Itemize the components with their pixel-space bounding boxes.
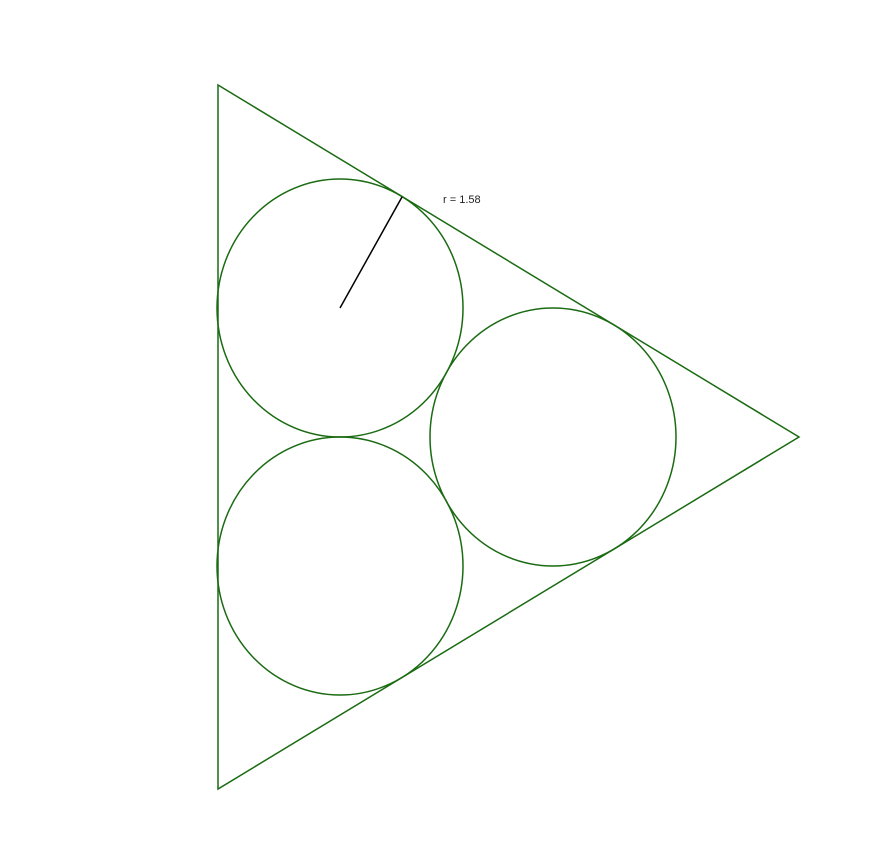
radius-line: [339, 196, 403, 309]
radius-label: r = 1.58: [443, 194, 481, 206]
circle-bottom: [216, 436, 464, 696]
circle-right: [429, 307, 677, 567]
triangle-outline: [217, 83, 801, 791]
